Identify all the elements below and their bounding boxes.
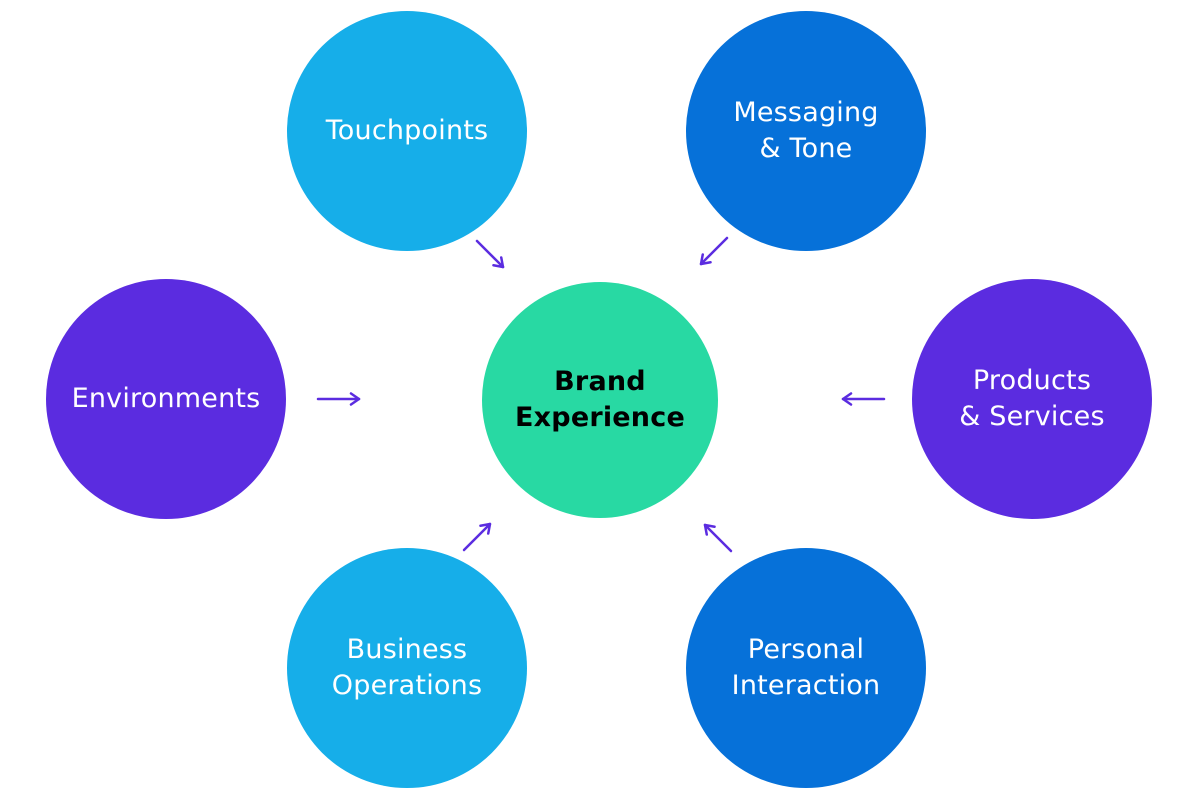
node-environments-label: Environments xyxy=(71,383,261,415)
node-touchpoints: Touchpoints xyxy=(287,11,527,251)
arrow-personal-to-center xyxy=(703,523,733,553)
node-brand-experience-label: Brand Experience xyxy=(515,366,685,433)
node-touchpoints-label: Touchpoints xyxy=(325,115,489,147)
node-business-operations-label: Business Operations xyxy=(331,634,483,701)
arrow-business-to-center xyxy=(462,522,492,552)
node-personal-interaction-label: Personal Interaction xyxy=(731,634,881,701)
arrow-messaging-to-center xyxy=(699,236,729,266)
node-products-services-label: Products & Services xyxy=(959,365,1105,432)
node-messaging-tone-label: Messaging & Tone xyxy=(733,97,879,164)
arrow-touchpoints-to-center xyxy=(475,239,505,269)
node-brand-experience: Brand Experience xyxy=(482,282,718,518)
node-personal-interaction: Personal Interaction xyxy=(686,548,926,788)
node-business-operations: Business Operations xyxy=(287,548,527,788)
node-messaging-tone: Messaging & Tone xyxy=(686,11,926,251)
node-environments: Environments xyxy=(46,279,286,519)
node-products-services: Products & Services xyxy=(912,279,1152,519)
